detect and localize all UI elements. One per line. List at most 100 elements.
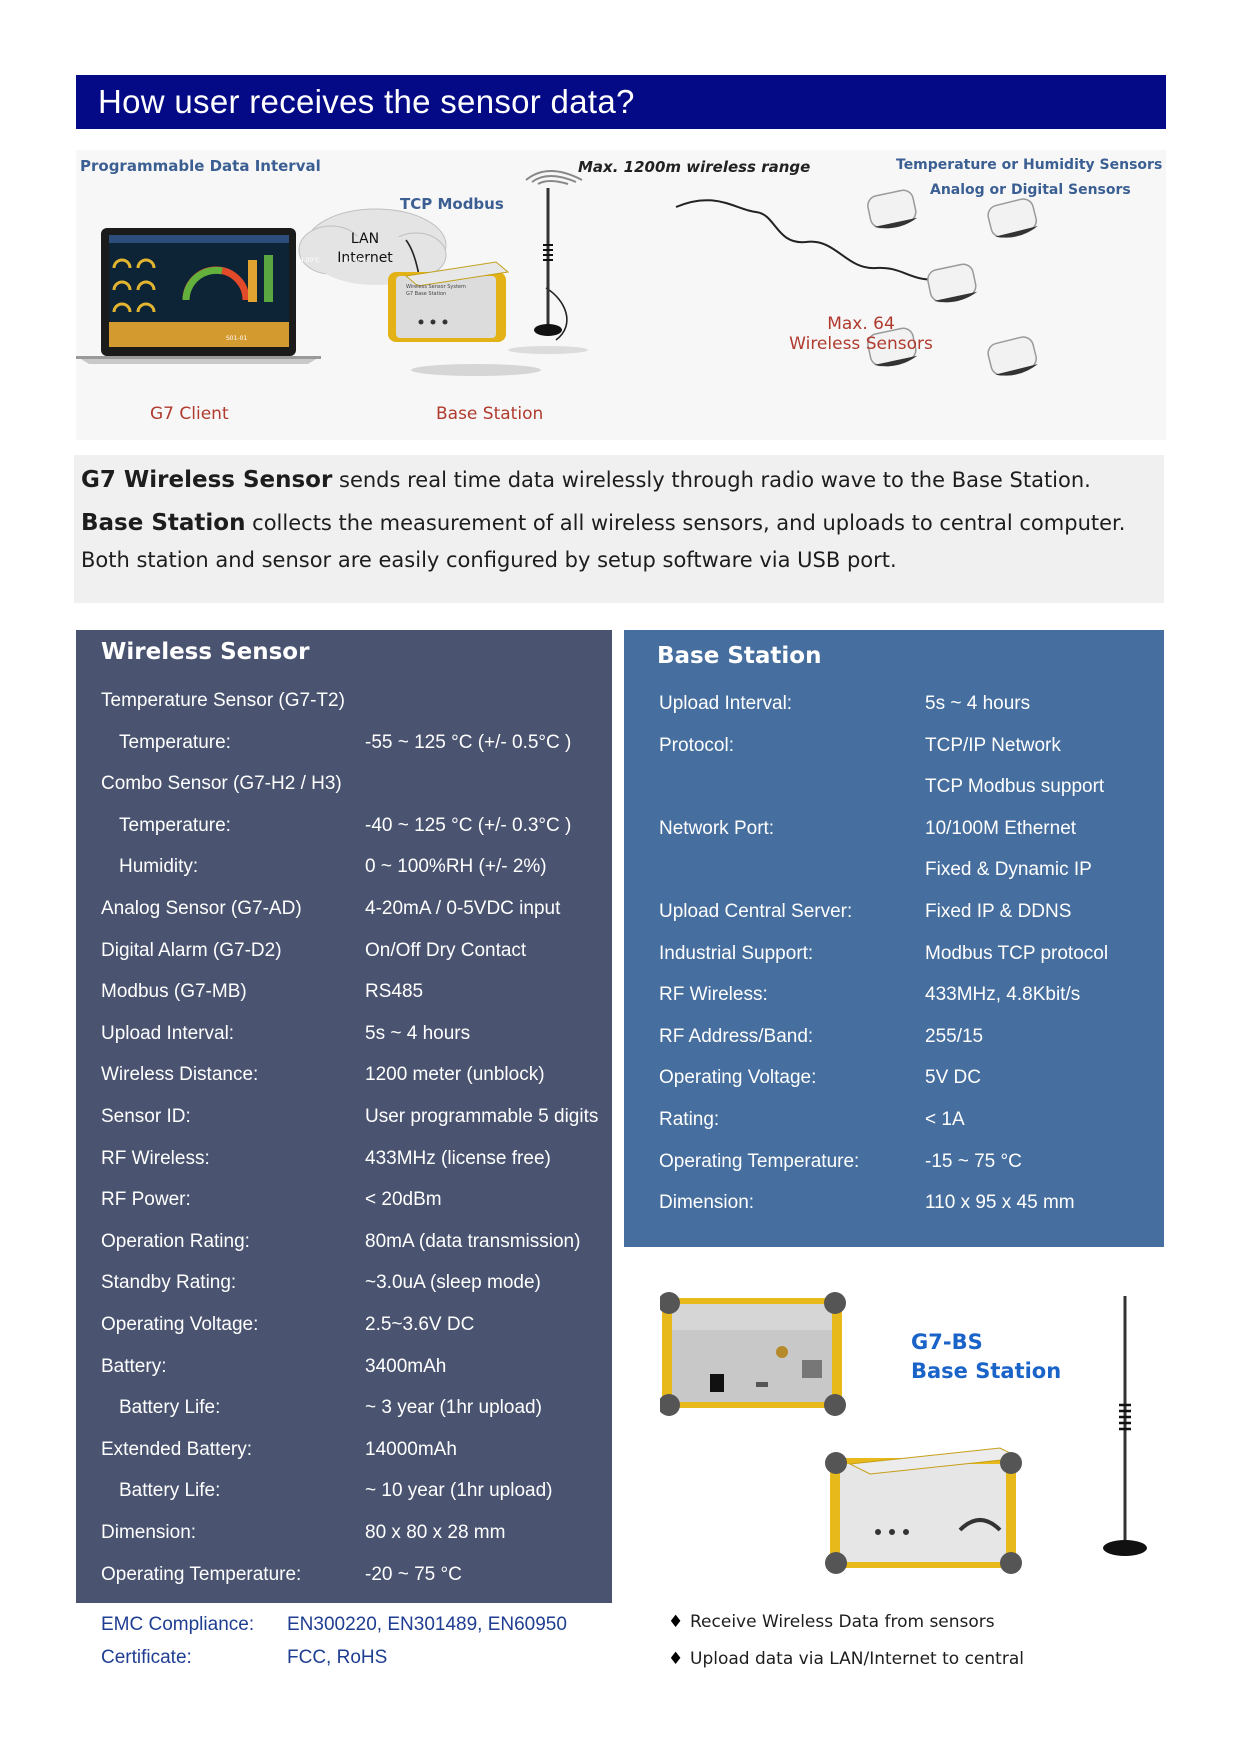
spec-value: 1200 meter (unblock) — [365, 1064, 545, 1086]
spec-row: Industrial Support:Modbus TCP protocol — [624, 943, 1164, 973]
spec-row: Temperature:-40 ~ 125 °C (+/- 0.3°C ) — [76, 815, 612, 845]
laptop-temp-reading: 24.00℃ — [296, 257, 320, 264]
spec-value: 0 ~ 100%RH (+/- 2%) — [365, 856, 547, 878]
spec-label: Modbus (G7-MB) — [101, 981, 247, 1003]
spec-row: Operating Voltage:5V DC — [624, 1067, 1164, 1097]
spec-label: Protocol: — [659, 734, 734, 756]
spec-value: < 20dBm — [365, 1189, 442, 1211]
intro-line-2: Base Station collects the measurement of… — [81, 510, 1126, 536]
sensor-types-line2: Analog or Digital Sensors — [930, 182, 1131, 198]
spec-row: Sensor ID: User programmable 5 digits — [76, 1106, 612, 1136]
spec-label: Battery Life: — [119, 1480, 221, 1502]
spec-value: ~ 10 year (1hr upload) — [365, 1480, 553, 1502]
spec-label: Digital Alarm (G7-D2) — [101, 939, 282, 961]
wireless-range-line — [675, 199, 947, 281]
spec-value: RS485 — [365, 981, 424, 1003]
spec-label: Upload Interval: — [659, 693, 793, 714]
laptop-icon — [76, 228, 321, 364]
spec-row: RF Wireless: 433MHz, 4.8Kbit/s — [624, 984, 1164, 1014]
spec-row: Fixed & Dynamic IP — [624, 859, 1164, 889]
base-station-title: Base Station — [657, 643, 822, 669]
spec-row: Dimension:80 x 80 x 28 mm — [76, 1522, 612, 1552]
feature-bullet: ♦Receive Wireless Data from sensors — [668, 1612, 995, 1632]
spec-row: Operating Temperature: -20 ~ 75 °C — [76, 1564, 612, 1594]
spec-label: Temperature: — [119, 731, 231, 753]
spec-value: 3400mAh — [365, 1355, 447, 1377]
certificate-value: FCC, RoHS — [287, 1647, 388, 1668]
diamond-bullet-icon: ♦ — [668, 1612, 684, 1632]
spec-row: Operation Rating: 80mA (data transmission… — [76, 1231, 612, 1261]
sensor-icons — [867, 189, 1038, 376]
spec-row: Battery:3400mAh — [76, 1356, 612, 1386]
spec-value: 433MHz, 4.8Kbit/s — [925, 984, 1081, 1006]
spec-value: Fixed IP & DDNS — [925, 901, 1072, 922]
spec-row: RF Power:< 20dBm — [76, 1189, 612, 1219]
spec-row: Extended Battery: 14000mAh — [76, 1439, 612, 1469]
spec-label: Combo Sensor (G7-H2 / H3) — [101, 773, 342, 795]
laptop-sensor-id: S01-01 — [226, 335, 248, 342]
spec-value: 2.5~3.6V DC — [365, 1314, 475, 1335]
spec-value: TCP Modbus support — [925, 776, 1105, 798]
spec-row: Upload Interval: 5s ~ 4 hours — [76, 1023, 612, 1053]
spec-label: Dimension: — [101, 1522, 197, 1543]
intro-line-3: Both station and sensor are easily confi… — [81, 548, 897, 572]
spec-label: Upload Interval: — [101, 1022, 235, 1044]
product-model: G7-BS — [911, 1330, 983, 1354]
spec-value: User programmable 5 digits — [365, 1106, 599, 1127]
sensor-types-line1: Temperature or Humidity Sensors — [896, 157, 1163, 173]
spec-value: ~ 3 year (1hr upload) — [365, 1397, 542, 1419]
spec-value: Fixed & Dynamic IP — [925, 859, 1092, 881]
diamond-bullet-icon: ♦ — [668, 1649, 684, 1669]
spec-label: Operation Rating: — [101, 1230, 250, 1252]
base-station-front-icon — [825, 1447, 1022, 1574]
base-station-icon — [388, 261, 541, 376]
spec-value: 110 x 95 x 45 mm — [925, 1192, 1075, 1214]
spec-row: Combo Sensor (G7-H2 / H3) — [76, 773, 612, 803]
spec-label: Humidity: — [119, 856, 199, 878]
emc-value: EN300220, EN301489, EN60950 — [287, 1614, 567, 1635]
base-station-label: Base Station — [436, 404, 544, 424]
spec-row: RF Address/Band:255/15 — [624, 1026, 1164, 1056]
spec-label: Battery Life: — [119, 1397, 221, 1419]
spec-value: 80mA (data transmission) — [365, 1230, 581, 1252]
antenna-icon — [508, 170, 588, 354]
spec-row: Dimension:110 x 95 x 45 mm — [624, 1192, 1164, 1222]
spec-row: Temperature:-55 ~ 125 °C (+/- 0.5°C ) — [76, 732, 612, 762]
page-title: How user receives the sensor data? — [98, 83, 635, 120]
spec-label: Upload Central Server: — [659, 901, 853, 922]
spec-value: On/Off Dry Contact — [365, 939, 527, 961]
spec-value: ~3.0uA (sleep mode) — [365, 1272, 541, 1294]
spec-label: Analog Sensor (G7-AD) — [101, 898, 302, 919]
g7-client-label: G7 Client — [150, 404, 229, 424]
spec-row: Humidity: 0 ~ 100%RH (+/- 2%) — [76, 856, 612, 886]
spec-row: Wireless Distance:1200 meter (unblock) — [76, 1064, 612, 1094]
spec-value: -20 ~ 75 °C — [365, 1563, 462, 1585]
spec-row: Upload Interval: 5s ~ 4 hours — [624, 693, 1164, 723]
wireless-sensor-panel: Wireless Sensor Temperature Sensor (G7-T… — [76, 630, 612, 1603]
spec-label: Sensor ID: — [101, 1106, 191, 1127]
spec-row: Battery Life: ~ 3 year (1hr upload) — [76, 1397, 612, 1427]
spec-value: Modbus TCP protocol — [925, 942, 1109, 964]
spec-row: Operating Voltage:2.5~3.6V DC — [76, 1314, 612, 1344]
spec-label: Network Port: — [659, 817, 775, 839]
spec-value: 10/100M Ethernet — [925, 817, 1077, 839]
spec-label: RF Address/Band: — [659, 1025, 814, 1047]
intro-box: G7 Wireless Sensor sends real time data … — [74, 455, 1164, 603]
programmable-interval-label: Programmable Data Interval — [80, 157, 321, 175]
spec-value: 14000mAh — [365, 1438, 457, 1460]
spec-label: Rating: — [659, 1109, 720, 1130]
spec-label: RF Wireless: — [659, 984, 768, 1006]
spec-value: 5s ~ 4 hours — [365, 1022, 471, 1044]
wireless-sensor-title: Wireless Sensor — [101, 639, 310, 665]
spec-label: Operating Temperature: — [101, 1563, 302, 1585]
spec-row: Digital Alarm (G7-D2) On/Off Dry Contact — [76, 940, 612, 970]
spec-label: Extended Battery: — [101, 1438, 253, 1460]
spec-label: Operating Temperature: — [659, 1150, 860, 1172]
header-bar — [76, 75, 1166, 129]
spec-label: Temperature: — [119, 814, 231, 836]
spec-value: 5s ~ 4 hours — [925, 693, 1031, 714]
wireless-range-label: Max. 1200m wireless range — [578, 158, 811, 176]
